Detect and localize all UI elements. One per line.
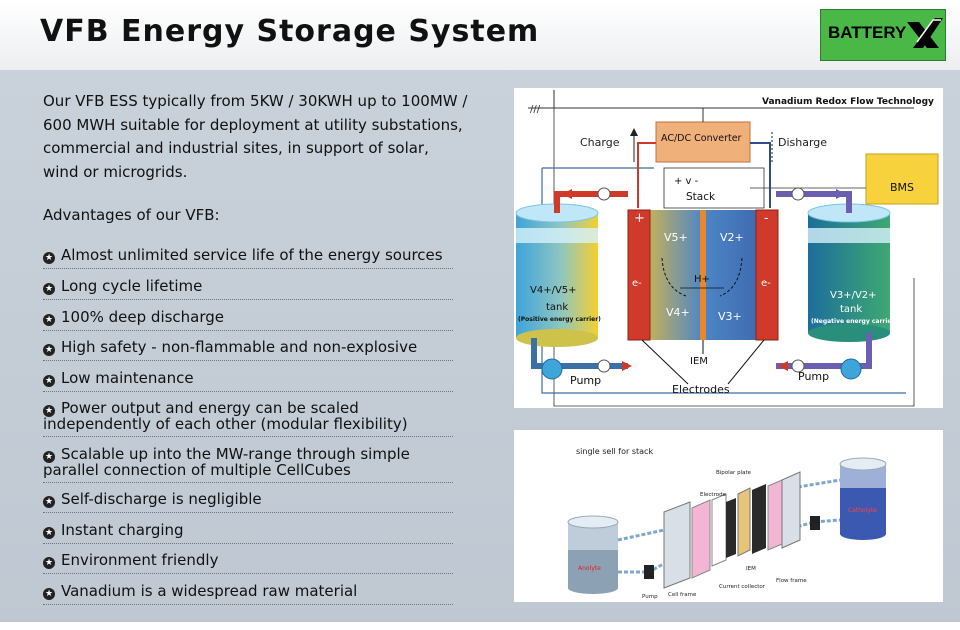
- advantage-text: Long cycle lifetime: [61, 277, 203, 295]
- minus-sign: -: [764, 211, 769, 226]
- flow-frame-label: Flow frame: [776, 578, 807, 584]
- advantage-item: ★Scalable up into the MW-range through s…: [43, 447, 453, 483]
- star-bullet-icon: ★: [43, 557, 55, 569]
- left-tank-label: V4+/V5+: [530, 285, 577, 296]
- battery-x-logo: BATTERY: [820, 9, 946, 61]
- advantage-text: Vanadium is a widespread raw material: [61, 582, 358, 600]
- vrfb-diagram: /// Vanadium Redox Flow Technology AC/DC…: [514, 88, 943, 408]
- electrodes-label: Electrodes: [672, 383, 730, 396]
- discharge-label: Disharge: [778, 136, 827, 149]
- star-bullet-icon: ★: [43, 451, 55, 463]
- stack-diagram-title: single sell for stack: [576, 447, 653, 456]
- diagram-title: Vanadium Redox Flow Technology: [762, 97, 934, 107]
- cell-frame-label: Cell frame: [668, 592, 697, 598]
- left-tank-sub: (Positive energy carrier): [518, 316, 601, 323]
- h-ion-label: H+: [694, 274, 710, 285]
- plus-sign: +: [634, 211, 645, 226]
- advantage-text: Environment friendly: [61, 551, 219, 569]
- pump-right-icon: [810, 516, 820, 530]
- right-electron: e-: [761, 278, 771, 289]
- left-pump-label: Pump: [570, 374, 601, 387]
- v5-label: V5+: [664, 231, 688, 244]
- advantage-item: ★ 100% deep discharge: [43, 310, 453, 331]
- right-pump-icon: [840, 358, 862, 380]
- advantage-item: ★ Vanadium is a widespread raw material: [43, 584, 453, 605]
- current-collector-label: Current collector: [719, 584, 766, 590]
- advantage-item: ★Power output and energy can be scaled i…: [43, 401, 453, 437]
- advantage-text: Low maintenance: [61, 369, 194, 387]
- logo-text: BATTERY: [828, 23, 907, 42]
- v4-label: V4+: [666, 306, 690, 319]
- converter-label: AC/DC Converter: [661, 133, 742, 144]
- left-electrode: [627, 209, 651, 341]
- stack-signs: + v -: [674, 176, 699, 187]
- star-bullet-icon: ★: [43, 344, 55, 356]
- charge-label: Charge: [580, 136, 620, 149]
- advantage-text: 100% deep discharge: [61, 308, 225, 326]
- header-bar: VFB Energy Storage System BATTERY: [0, 0, 960, 71]
- bms-box: [865, 153, 939, 205]
- star-bullet-icon: ★: [43, 588, 55, 600]
- v3-label: V3+: [718, 310, 742, 323]
- advantage-item: ★ Self-discharge is negligible: [43, 492, 453, 513]
- star-bullet-icon: ★: [43, 527, 55, 539]
- advantage-text: Power output and energy can be scaled in…: [43, 399, 408, 433]
- left-pump-icon: [541, 358, 563, 380]
- pump-left-icon: [644, 565, 654, 579]
- right-electrode: [755, 209, 779, 341]
- left-electron: e-: [632, 278, 642, 289]
- star-bullet-icon: ★: [43, 496, 55, 508]
- intro-paragraph: Our VFB ESS typically from 5KW / 30KWH u…: [43, 92, 468, 181]
- advantage-item: ★ Almost unlimited service life of the en…: [43, 248, 453, 269]
- star-bullet-icon: ★: [43, 252, 55, 264]
- anolyte-label: Anolyte: [578, 565, 601, 572]
- iem-label-2: IEM: [746, 566, 756, 572]
- vrfb-diagram-svg: /// Vanadium Redox Flow Technology AC/DC…: [515, 90, 939, 407]
- advantage-item: ★ Instant charging: [43, 523, 453, 544]
- logo-x-mark-icon: [907, 18, 943, 48]
- ion-exchange-membrane: [700, 210, 706, 340]
- advantage-item: ★ Long cycle lifetime: [43, 279, 453, 300]
- stack-label: Stack: [686, 191, 716, 203]
- electrode-label: Electrode: [700, 492, 727, 498]
- right-tank-word: tank: [840, 304, 862, 315]
- advantage-text: Scalable up into the MW-range through si…: [43, 445, 410, 479]
- grid-symbol: ///: [530, 104, 541, 115]
- right-tank-sub: (Negative energy carrier): [811, 318, 897, 325]
- cell-stack-svg: single sell for stack Anolyte Catholyte …: [567, 447, 887, 600]
- advantage-text: Self-discharge is negligible: [61, 490, 262, 508]
- advantage-item: ★ High safety - non-flammable and non-exp…: [43, 340, 453, 361]
- advantages-heading: Advantages of our VFB:: [43, 206, 220, 224]
- cell-stack-diagram: single sell for stack Anolyte Catholyte …: [514, 430, 943, 602]
- advantage-text: Almost unlimited service life of the ene…: [61, 246, 443, 264]
- bms-label: BMS: [890, 181, 914, 194]
- left-tank-word: tank: [546, 302, 568, 313]
- page-title: VFB Energy Storage System: [40, 14, 540, 49]
- right-tank-label: V3+/V2+: [830, 290, 877, 301]
- right-pump-label: Pump: [798, 370, 829, 383]
- star-bullet-icon: ★: [43, 375, 55, 387]
- advantage-text: Instant charging: [61, 521, 184, 539]
- catholyte-label: Catholyte: [848, 507, 877, 514]
- iem-label: IEM: [690, 356, 708, 367]
- star-bullet-icon: ★: [43, 283, 55, 295]
- advantage-item: ★ Environment friendly: [43, 553, 453, 574]
- pump-label: Pump: [642, 594, 658, 600]
- advantage-item: ★ Low maintenance: [43, 371, 453, 392]
- star-bullet-icon: ★: [43, 314, 55, 326]
- advantage-text: High safety - non-flammable and non-expl…: [61, 338, 418, 356]
- bottom-strip: [0, 622, 960, 630]
- bipolar-plate-label: Bipolar plate: [716, 470, 752, 476]
- v2-label: V2+: [720, 231, 744, 244]
- star-bullet-icon: ★: [43, 405, 55, 417]
